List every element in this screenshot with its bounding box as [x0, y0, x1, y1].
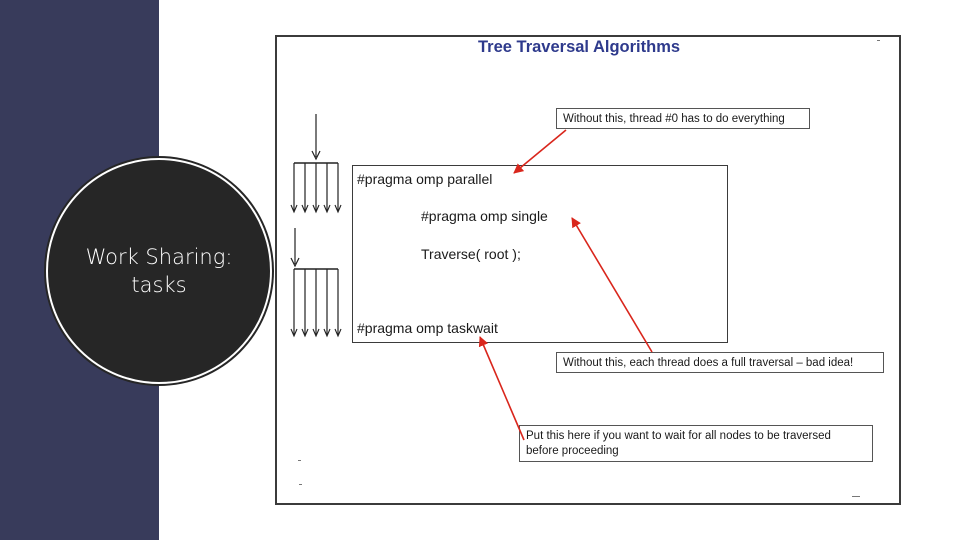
scan-speck — [852, 496, 860, 497]
callout-single-text: Without this, each thread does a full tr… — [563, 357, 854, 369]
scan-speck — [298, 460, 301, 461]
pointer-arrow-taskwait — [478, 336, 525, 441]
scan-speck — [877, 40, 880, 41]
pointer-arrow-single — [571, 217, 653, 353]
code-traverse-call: Traverse( root ); — [421, 246, 521, 262]
pointer-arrow-parallel — [513, 129, 567, 174]
single-thread-arrow-top — [311, 114, 321, 161]
thread-fan-arrows-upper — [290, 162, 342, 214]
callout-taskwait-line-2: before proceeding — [526, 445, 619, 457]
section-title-line-2: tasks — [131, 273, 187, 297]
code-pragma-single: #pragma omp single — [421, 208, 548, 224]
callout-taskwait: Put this here if you want to wait for al… — [519, 425, 873, 462]
thread-fan-arrows-lower — [290, 268, 342, 338]
callout-single: Without this, each thread does a full tr… — [556, 352, 884, 373]
callout-taskwait-line-1: Put this here if you want to wait for al… — [526, 430, 831, 442]
title-circle — [46, 158, 272, 384]
section-title-line-1: Work Sharing: — [85, 245, 233, 269]
callout-parallel: Without this, thread #0 has to do everyt… — [556, 108, 810, 129]
single-thread-arrow-middle — [290, 228, 300, 268]
code-pragma-parallel: #pragma omp parallel — [357, 171, 493, 187]
code-pragma-taskwait: #pragma omp taskwait — [357, 320, 498, 336]
section-title: Work Sharing: tasks — [46, 158, 272, 384]
code-box — [352, 165, 728, 343]
slide-heading: Tree Traversal Algorithms — [478, 38, 681, 56]
scan-speck — [299, 484, 302, 485]
callout-parallel-text: Without this, thread #0 has to do everyt… — [563, 113, 785, 125]
